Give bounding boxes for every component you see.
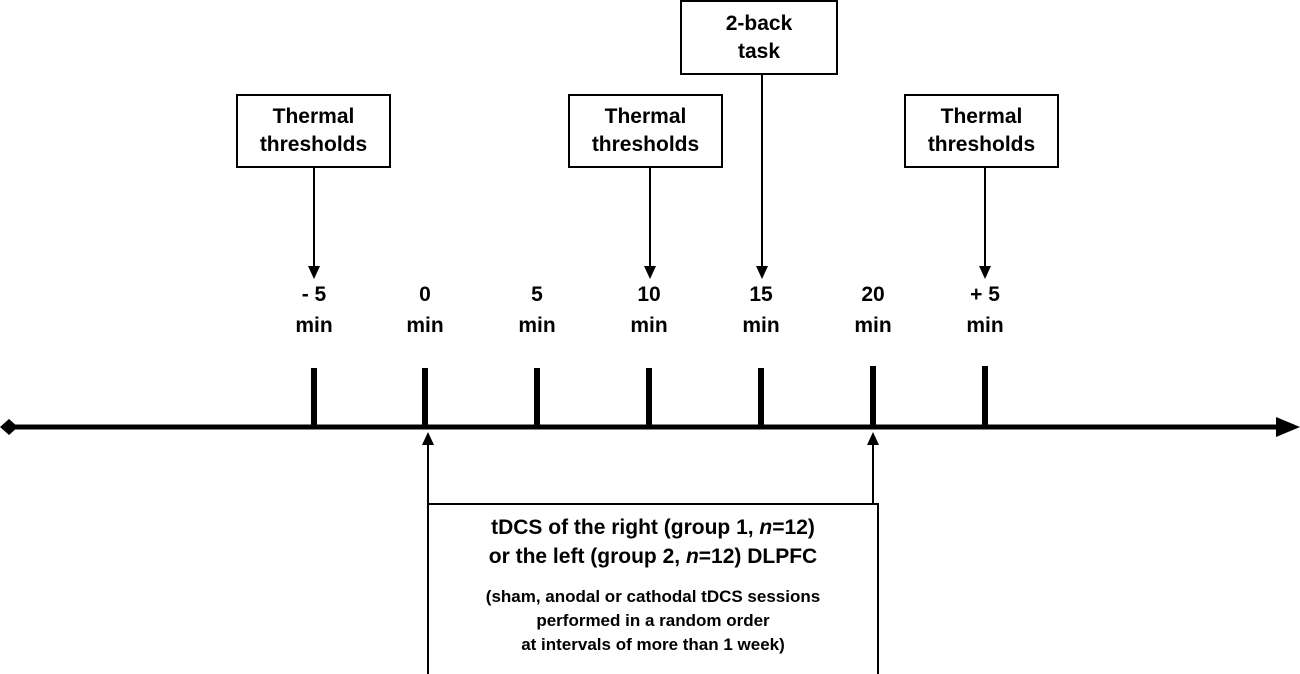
tick-unit: min bbox=[854, 314, 892, 337]
tick-unit: min bbox=[295, 314, 333, 337]
tick-unit: min bbox=[406, 314, 444, 337]
box-line: 2-back bbox=[725, 11, 793, 35]
thermal-thresholds-box-3: Thermal thresholds bbox=[904, 94, 1059, 168]
arrowhead bbox=[308, 266, 320, 279]
box-line: task bbox=[737, 39, 781, 63]
box-line: Thermal bbox=[272, 105, 355, 128]
box-line: Thermal bbox=[604, 105, 687, 128]
tdcs-n-italic: n bbox=[685, 545, 699, 568]
tick-value: 0 bbox=[419, 283, 431, 306]
tdcs-text: or the left (group 2, bbox=[488, 545, 686, 568]
tdcs-description-box: tDCS of the right (group 1, n=12) or the… bbox=[427, 503, 879, 674]
arrowhead bbox=[644, 266, 656, 279]
tdcs-line-1: tDCS of the right (group 1, n=12) bbox=[429, 513, 877, 542]
tdcs-text: =12) DLPFC bbox=[698, 545, 818, 568]
tdcs-title: tDCS of the right (group 1, n=12) or the… bbox=[429, 513, 877, 571]
box-line: thresholds bbox=[259, 133, 368, 156]
tdcs-n-italic: n bbox=[759, 516, 773, 539]
timeline-start-marker bbox=[0, 419, 18, 435]
tick-label: 20 min bbox=[833, 279, 913, 341]
tick-label: 0 min bbox=[385, 279, 465, 341]
arrowhead bbox=[867, 432, 879, 445]
tick-unit: min bbox=[518, 314, 556, 337]
arrowhead bbox=[979, 266, 991, 279]
tick-value: 5 bbox=[531, 283, 543, 306]
tick-value: + 5 bbox=[970, 283, 1000, 306]
tick-label: 15 min bbox=[721, 279, 801, 341]
tick-value: 10 bbox=[637, 283, 661, 306]
tick-label: 10 min bbox=[609, 279, 689, 341]
tdcs-note-line: at intervals of more than 1 week) bbox=[521, 635, 785, 654]
arrowhead bbox=[756, 266, 768, 279]
tick-label: + 5 min bbox=[945, 279, 1025, 341]
tdcs-text: =12) bbox=[772, 516, 815, 539]
tick-value: - 5 bbox=[301, 283, 327, 306]
tick-label: 5 min bbox=[497, 279, 577, 341]
box-line: Thermal bbox=[940, 105, 1023, 128]
tdcs-note-line: (sham, anodal or cathodal tDCS sessions bbox=[485, 587, 821, 606]
tick-unit: min bbox=[630, 314, 668, 337]
tick-value: 20 bbox=[861, 283, 885, 306]
tdcs-note: (sham, anodal or cathodal tDCS sessions … bbox=[429, 585, 877, 657]
timeline-arrowhead bbox=[1276, 417, 1300, 437]
tdcs-note-line: performed in a random order bbox=[536, 611, 770, 630]
two-back-task-box: 2-back task bbox=[680, 0, 838, 75]
tdcs-line-2: or the left (group 2, n=12) DLPFC bbox=[429, 542, 877, 571]
box-line: thresholds bbox=[591, 133, 700, 156]
tdcs-text: tDCS of the right (group 1, bbox=[491, 516, 760, 539]
tick-unit: min bbox=[966, 314, 1004, 337]
tick-value: 15 bbox=[749, 283, 773, 306]
thermal-thresholds-box-1: Thermal thresholds bbox=[236, 94, 391, 168]
box-line: thresholds bbox=[927, 133, 1036, 156]
arrowhead bbox=[422, 432, 434, 445]
tick-unit: min bbox=[742, 314, 780, 337]
tick-label: - 5 min bbox=[274, 279, 354, 341]
thermal-thresholds-box-2: Thermal thresholds bbox=[568, 94, 723, 168]
